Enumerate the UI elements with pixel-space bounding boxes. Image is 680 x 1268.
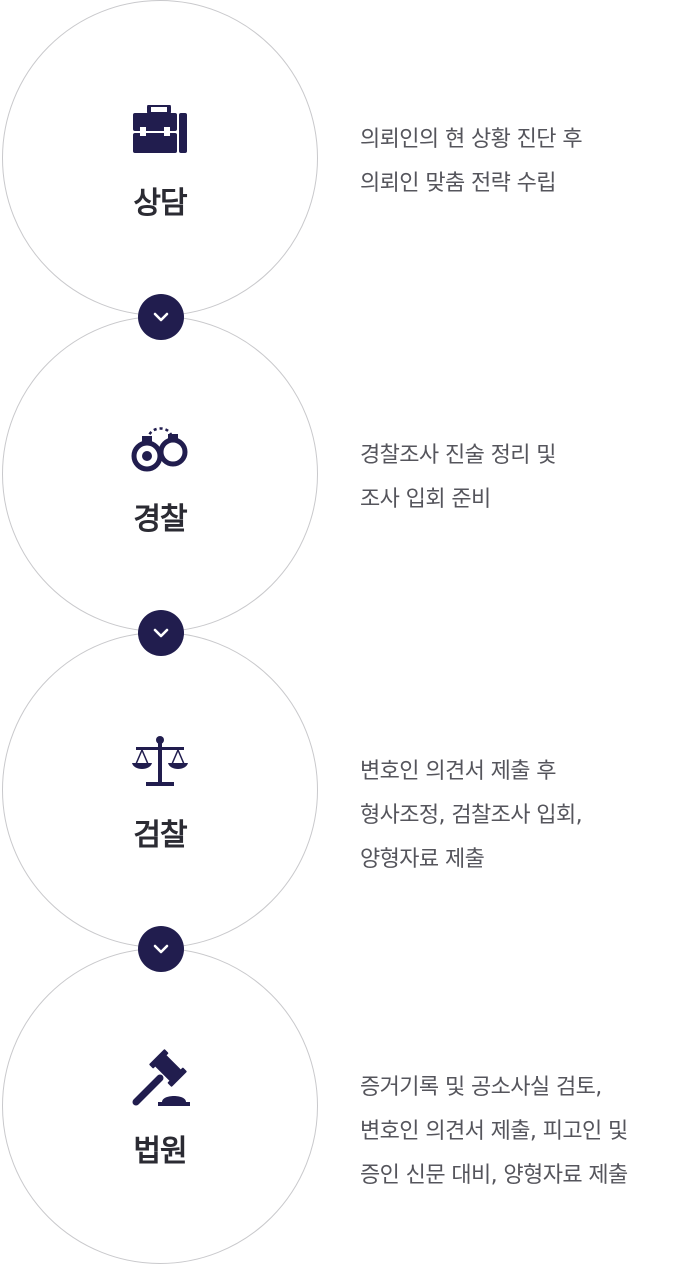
- scales-icon: [130, 732, 190, 792]
- step-consultation: 상담 의뢰인의 현 상황 진단 후 의뢰인 맞춤 전략 수립: [0, 0, 680, 320]
- step-title: 법원: [133, 1134, 187, 1169]
- step-circle: [2, 316, 318, 632]
- chevron-down-icon: [138, 926, 184, 972]
- step-description: 변호인 의견서 제출 후 형사조정, 검찰조사 입회, 양형자료 제출: [360, 759, 583, 872]
- step-circle: [2, 0, 318, 316]
- briefcase-icon: [130, 100, 190, 160]
- step-court: 법원 증거기록 및 공소사실 검토, 변호인 의견서 제출, 피고인 및 증인 …: [0, 948, 680, 1268]
- chevron-down-icon: [138, 294, 184, 340]
- step-police: 경찰 경찰조사 진술 정리 및 조사 입회 준비: [0, 316, 680, 636]
- handcuffs-icon: [130, 416, 190, 476]
- gavel-icon: [130, 1048, 190, 1108]
- step-prosecution: 검찰 변호인 의견서 제출 후 형사조정, 검찰조사 입회, 양형자료 제출: [0, 632, 680, 952]
- step-description: 증거기록 및 공소사실 검토, 변호인 의견서 제출, 피고인 및 증인 신문 …: [360, 1075, 628, 1188]
- step-title: 상담: [133, 186, 187, 221]
- chevron-down-icon: [138, 610, 184, 656]
- step-title: 경찰: [133, 502, 187, 537]
- step-description: 의뢰인의 현 상황 진단 후 의뢰인 맞춤 전략 수립: [360, 127, 583, 196]
- step-description: 경찰조사 진술 정리 및 조사 입회 준비: [360, 443, 557, 512]
- step-title: 검찰: [133, 818, 187, 853]
